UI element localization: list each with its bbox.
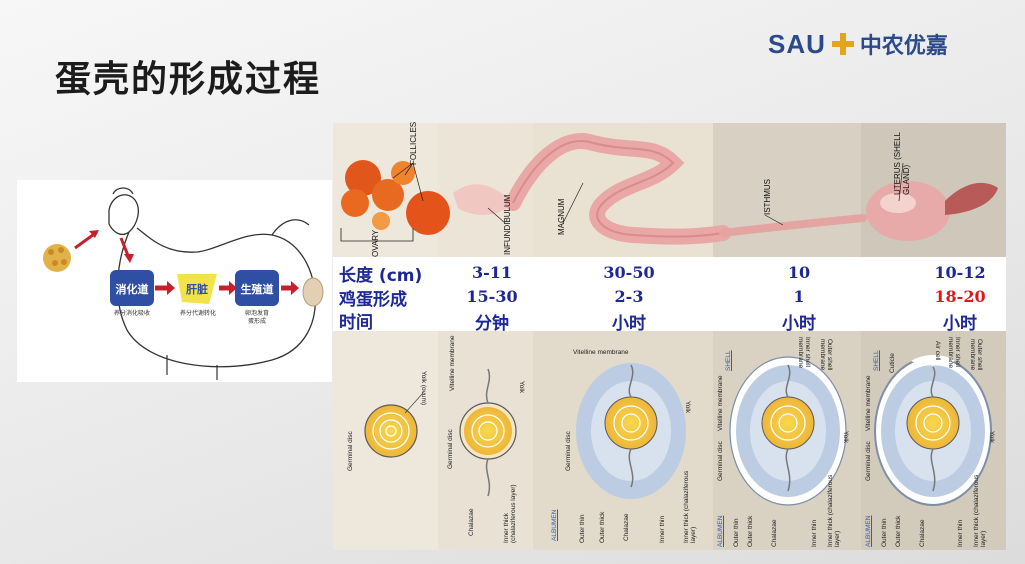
s1-yolk: Yolk (ovum) [420, 371, 427, 406]
unit-uterus: 小时 [943, 314, 977, 334]
s2-chalazae: Chalazae [468, 508, 475, 536]
s5-cuticle: Cuticle [889, 353, 896, 373]
s4-inner-thick: Inner thick (chalaziferous layer) [827, 474, 841, 547]
s4-inner-thin: Inner thin [811, 519, 818, 547]
time-magnum: 2-3 [614, 287, 644, 306]
s5-inner-thick: Inner thick (chalaziferous layer) [973, 474, 987, 547]
label-infundibulum: INFUNDIBULUM [503, 194, 512, 255]
egg-stage-2 [459, 368, 517, 497]
reproductive-caption: 卵泡发育 蛋形成 [244, 310, 269, 325]
digestive-caption: 养分消化吸收 [113, 310, 150, 317]
row-head-time: 时间 [339, 313, 373, 333]
s3-yolk: Yolk [684, 401, 691, 414]
egg-stage-1 [364, 392, 424, 458]
egg-stage-3 [576, 363, 686, 499]
logo-cross-icon [831, 33, 854, 55]
s4-outer-thin: Outer thin [733, 518, 740, 547]
logo-sau-text: SAU [768, 28, 826, 59]
s2-vitelline: Vitelline membrane [449, 335, 456, 391]
length-magnum: 30-50 [603, 263, 655, 282]
row-head-formation: 鸡蛋形成 [339, 290, 407, 310]
formation-table: 长度 (cm) 鸡蛋形成 时间 3-11 15-30 分钟 30-50 2-3 … [333, 257, 1006, 334]
logo-cn-text: 中农优嘉 [859, 34, 948, 59]
s4-vitelline: Vitelline membrane [717, 375, 724, 431]
s5-chalazae: Chalazae [919, 519, 926, 547]
oviduct-figure: OVARY FOLLICLES INFUNDIBULUM MAGNUM ISTH… [333, 121, 1006, 550]
s5-air-cell: Air cell [934, 341, 941, 361]
s5-vitelline: Vitelline membrane [865, 375, 872, 431]
s3-chalazae: Chalazae [623, 513, 630, 541]
s4-chalazae: Chalazae [771, 519, 778, 547]
s3-albumen: ALBUMEN [551, 509, 558, 541]
length-uterus: 10-12 [934, 263, 986, 282]
liver-shape [177, 274, 217, 304]
s3-outer-thick: Outer thick [599, 511, 606, 543]
s1-germinal-disc: Germinal disc [347, 431, 354, 471]
unit-magnum: 小时 [612, 314, 646, 334]
s4-inner-shell-membrane: Inner shell membrane [797, 337, 811, 369]
label-ovary: OVARY [371, 229, 380, 257]
egg-stage-drawing [364, 355, 992, 506]
s5-albumen: ALBUMEN [865, 515, 872, 547]
time-isthmus: 1 [793, 287, 805, 306]
egg-stage-row: Germinal disc Yolk (ovum) Germinal disc … [333, 331, 1006, 550]
s5-outer-shell-membrane: Outer shell membrane [969, 339, 983, 371]
row-head-length: 长度 (cm) [339, 266, 423, 286]
time-infundibulum: 15-30 [466, 287, 518, 306]
label-uterus: UTERUS (SHELL GLAND) [893, 132, 911, 195]
digestive-tract-box [110, 270, 154, 306]
unit-isthmus: 小时 [782, 314, 816, 334]
egg-stage-4 [729, 356, 847, 506]
s3-outer-thin: Outer thin [579, 514, 586, 543]
s4-albumen: ALBUMEN [717, 515, 724, 547]
time-uterus: 18-20 [934, 287, 986, 306]
s5-outer-thin: Outer thin [881, 518, 888, 547]
s5-outer-thick: Outer thick [895, 515, 902, 547]
s3-inner-thick: Inner thick (chalaziferous layer) [683, 470, 697, 543]
slide-title: 蛋壳的形成过程 [55, 59, 322, 100]
hen-outline-drawing [43, 187, 324, 380]
s4-shell: SHELL [725, 350, 732, 371]
oviduct-photo: OVARY FOLLICLES INFUNDIBULUM MAGNUM ISTH… [333, 121, 1006, 257]
length-isthmus: 10 [787, 263, 811, 282]
liver-label: 肝脏 [186, 283, 208, 296]
s4-outer-thick: Outer thick [747, 515, 754, 547]
s5-germinal-disc: Germinal disc [865, 441, 872, 481]
brand-logo: SAU 中农优嘉 [768, 26, 948, 62]
s5-yolk: Yolk [988, 431, 995, 444]
reproductive-tract-label: 生殖道 [240, 283, 274, 296]
s2-yolk: Yolk [518, 381, 525, 394]
oviduct-drawing [340, 133, 998, 245]
label-magnum: MAGNUM [557, 198, 566, 235]
reproductive-tract-box [235, 270, 279, 306]
feed-icon [43, 244, 71, 272]
length-infundibulum: 3-11 [471, 263, 513, 282]
label-follicles: FOLLICLES [409, 121, 418, 165]
s5-inner-thin: Inner thin [957, 519, 964, 547]
digestive-tract-label: 消化道 [115, 283, 149, 296]
egg-icon [302, 277, 324, 307]
hen-diagram: 消化道 养分消化吸收 肝脏 养分代谢转化 生殖道 卵泡发育 蛋形成 [17, 180, 332, 382]
s2-germinal-disc: Germinal disc [447, 429, 454, 469]
egg-stage-5 [874, 355, 992, 506]
s2-inner-thick: Inner thick (chalaziferous layer) [503, 484, 517, 543]
s3-vitelline: Vitelline membrane [573, 349, 629, 356]
liver-caption: 养分代谢转化 [179, 310, 216, 317]
s3-inner-thin: Inner thin [659, 515, 666, 543]
label-isthmus: ISTHMUS [763, 179, 772, 215]
s4-outer-shell-membrane: Outer shell membrane [819, 339, 833, 371]
unit-infundibulum: 分钟 [475, 314, 509, 334]
s4-yolk: Yolk [842, 431, 849, 444]
s3-germinal-disc: Germinal disc [565, 431, 572, 471]
s4-germinal-disc: Germinal disc [717, 441, 724, 481]
s5-inner-shell-membrane: Inner shell membrane [947, 337, 961, 369]
s5-shell: SHELL [873, 350, 880, 371]
